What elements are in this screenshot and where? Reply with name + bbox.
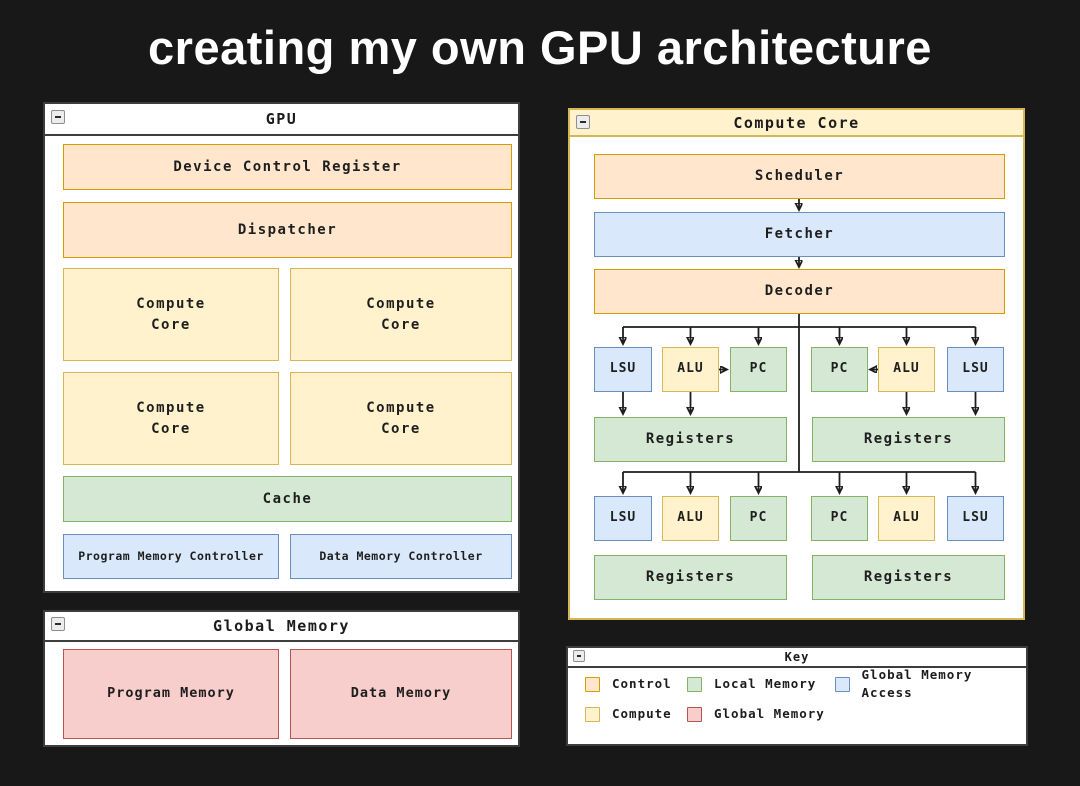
cache-box: Cache [63, 476, 512, 522]
decoder-box: Decoder [594, 269, 1005, 314]
compute-core-title: Compute Core [733, 113, 860, 132]
global-memory-titlebar: Global Memory [45, 612, 518, 642]
gpu-window-title: GPU [265, 110, 298, 128]
scheduler-box: Scheduler [594, 154, 1005, 199]
unit-alu-box: ALU [878, 347, 935, 392]
collapse-icon[interactable] [51, 110, 65, 124]
page-title: creating my own GPU architecture [148, 20, 932, 74]
data-memory-controller-box: Data Memory Controller [290, 534, 512, 579]
unit-lsu-box: LSU [594, 347, 652, 392]
fetcher-box: Fetcher [594, 212, 1005, 257]
unit-lsu-box: LSU [594, 496, 652, 541]
unit-alu-box: ALU [662, 496, 719, 541]
compute-core-box: Compute Core [63, 268, 279, 361]
registers-box: Registers [812, 417, 1005, 462]
control-swatch [585, 676, 600, 692]
unit-lsu-box: LSU [947, 347, 1004, 392]
key-titlebar: Key [568, 648, 1026, 668]
program-memory-controller-box: Program Memory Controller [63, 534, 279, 579]
registers-box: Registers [812, 555, 1005, 600]
unit-alu-box: ALU [662, 347, 719, 392]
local-memory-swatch [687, 676, 702, 692]
registers-box: Registers [594, 417, 787, 462]
global-memory-title: Global Memory [213, 617, 350, 635]
legend-item: Compute [585, 705, 672, 723]
dispatcher-box: Dispatcher [63, 202, 512, 258]
data-memory-box: Data Memory [290, 649, 512, 739]
compute-core-box: Compute Core [290, 372, 512, 465]
legend-label: Control [612, 676, 672, 691]
unit-alu-box: ALU [878, 496, 935, 541]
global-memory-window: Global Memory Program Memory Data Memory [43, 610, 520, 747]
compute-core-box: Compute Core [63, 372, 279, 465]
unit-pc-box: PC [811, 496, 868, 541]
compute-core-box: Compute Core [290, 268, 512, 361]
global-memory-access-swatch [835, 676, 850, 692]
device-control-register-box: Device Control Register [63, 144, 512, 190]
legend-label: Compute [612, 706, 672, 721]
collapse-icon[interactable] [51, 617, 65, 631]
unit-pc-box: PC [811, 347, 868, 392]
key-title: Key [784, 650, 810, 664]
global-memory-swatch [687, 706, 702, 722]
unit-pc-box: PC [730, 496, 787, 541]
legend-item: Global Memory [687, 705, 825, 723]
registers-box: Registers [594, 555, 787, 600]
legend-item: Global Memory Access [835, 667, 1026, 700]
legend-item: Local Memory [687, 675, 816, 693]
connector-lines [570, 199, 1027, 622]
compute-swatch [585, 706, 600, 722]
collapse-icon[interactable] [576, 115, 590, 129]
legend-item: Control [585, 675, 672, 693]
gpu-window-titlebar: GPU [45, 104, 518, 136]
gpu-window: GPU Device Control Register Dispatcher C… [43, 102, 520, 593]
key-window: Key Control Local Memory Global Memory A… [566, 646, 1028, 746]
legend-label: Global Memory [714, 706, 825, 721]
legend-label: Global Memory Access [861, 667, 973, 700]
legend-label: Local Memory [714, 676, 817, 691]
unit-lsu-box: LSU [947, 496, 1004, 541]
compute-core-titlebar: Compute Core [570, 110, 1023, 137]
program-memory-box: Program Memory [63, 649, 279, 739]
collapse-icon[interactable] [573, 650, 585, 662]
unit-pc-box: PC [730, 347, 787, 392]
compute-core-window: Compute Core [568, 108, 1025, 620]
